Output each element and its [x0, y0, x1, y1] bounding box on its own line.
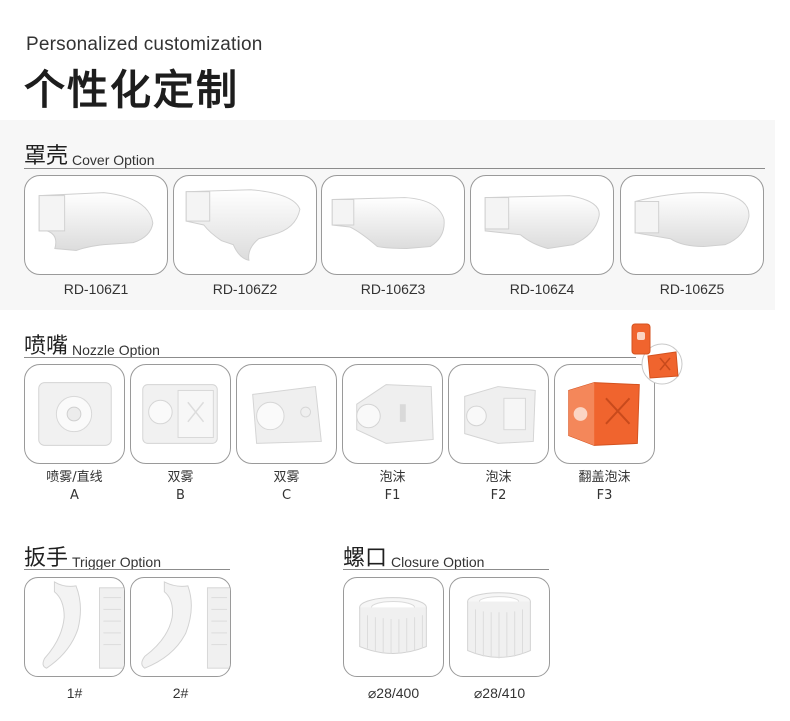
closure-title-en: Closure Option — [391, 554, 485, 570]
nozzle-section-header: 喷嘴 Nozzle Option — [24, 328, 160, 360]
cover-divider — [24, 168, 765, 169]
nozzle-image — [38, 382, 112, 446]
nozzle-label: 泡沫 F1 — [342, 469, 443, 505]
nozzle-title-cn: 喷嘴 — [24, 334, 69, 359]
nozzle-label: 翻盖泡沫 F3 — [554, 469, 655, 505]
trigger-image — [141, 581, 230, 669]
cover-section-header: 罩壳 Cover Option — [24, 138, 155, 170]
cover-shell-image — [38, 192, 154, 251]
cover-label: RD-106Z5 — [659, 281, 725, 297]
flip-top-icon — [631, 323, 683, 385]
nozzle-option-card[interactable] — [236, 364, 337, 464]
nozzle-option-card-highlighted[interactable] — [554, 364, 655, 464]
nozzle-option-card[interactable] — [24, 364, 125, 464]
nozzle-label: 双雾 B — [130, 469, 231, 505]
closure-option-card[interactable] — [343, 577, 444, 677]
closure-cap-image — [467, 592, 531, 659]
nozzle-code: F1 — [384, 488, 401, 503]
cover-title-cn: 罩壳 — [24, 144, 69, 169]
cover-option-card[interactable] — [620, 175, 764, 275]
nozzle-code: F2 — [490, 488, 507, 503]
nozzle-image — [252, 386, 322, 444]
cover-shell-image — [331, 197, 445, 250]
cover-label: RD-106Z3 — [360, 281, 426, 297]
closure-option-card[interactable] — [449, 577, 550, 677]
closure-label: ⌀28/400 — [367, 685, 420, 701]
cover-label: RD-106Z2 — [212, 281, 278, 297]
nozzle-name: 翻盖泡沫 — [578, 470, 631, 485]
flip-top-callout — [626, 322, 686, 386]
trigger-section-header: 扳手 Trigger Option — [24, 540, 161, 572]
cover-label: RD-106Z1 — [63, 281, 129, 297]
cover-option-card[interactable] — [470, 175, 614, 275]
nozzle-divider — [24, 357, 636, 358]
nozzle-label: 泡沫 F2 — [448, 469, 549, 505]
cover-label: RD-106Z4 — [509, 281, 575, 297]
closure-cap-image — [359, 597, 427, 654]
nozzle-code: C — [281, 488, 292, 503]
nozzle-option-card[interactable] — [448, 364, 549, 464]
nozzle-title-en: Nozzle Option — [72, 342, 160, 358]
page-title: 个性化定制 — [24, 66, 239, 114]
nozzle-name: 泡沫 — [485, 470, 512, 485]
nozzle-label: 喷雾/直线 A — [24, 469, 125, 505]
nozzle-name: 泡沫 — [379, 470, 406, 485]
nozzle-name: 喷雾/直线 — [46, 470, 103, 485]
closure-divider — [343, 569, 549, 570]
nozzle-option-card[interactable] — [130, 364, 231, 464]
trigger-divider — [24, 569, 230, 570]
flip-nozzle-image — [568, 382, 640, 446]
trigger-title-cn: 扳手 — [24, 546, 69, 571]
closure-title-cn: 螺口 — [343, 546, 388, 571]
nozzle-code: B — [176, 488, 185, 503]
trigger-option-card[interactable] — [130, 577, 231, 677]
nozzle-name: 双雾 — [273, 470, 300, 485]
nozzle-name: 双雾 — [167, 470, 194, 485]
nozzle-option-card[interactable] — [342, 364, 443, 464]
page-subtitle: Personalized customization — [26, 34, 263, 55]
nozzle-code: F3 — [596, 488, 613, 503]
cover-shell-image — [634, 192, 750, 248]
cover-option-card[interactable] — [173, 175, 317, 275]
cover-shell-image — [185, 189, 301, 261]
closure-section-header: 螺口 Closure Option — [343, 540, 484, 572]
nozzle-image — [356, 384, 434, 444]
cover-shell-image — [484, 195, 600, 250]
cover-title-en: Cover Option — [72, 152, 155, 168]
trigger-label: 1# — [66, 685, 83, 701]
trigger-option-card[interactable] — [24, 577, 125, 677]
nozzle-image — [142, 384, 218, 444]
cover-option-card[interactable] — [24, 175, 168, 275]
closure-label: ⌀28/410 — [473, 685, 526, 701]
trigger-image — [42, 581, 124, 669]
trigger-title-en: Trigger Option — [72, 554, 161, 570]
cover-option-card[interactable] — [321, 175, 465, 275]
nozzle-image — [464, 386, 536, 444]
nozzle-label: 双雾 C — [236, 469, 337, 505]
trigger-label: 2# — [172, 685, 189, 701]
nozzle-code: A — [70, 488, 79, 503]
